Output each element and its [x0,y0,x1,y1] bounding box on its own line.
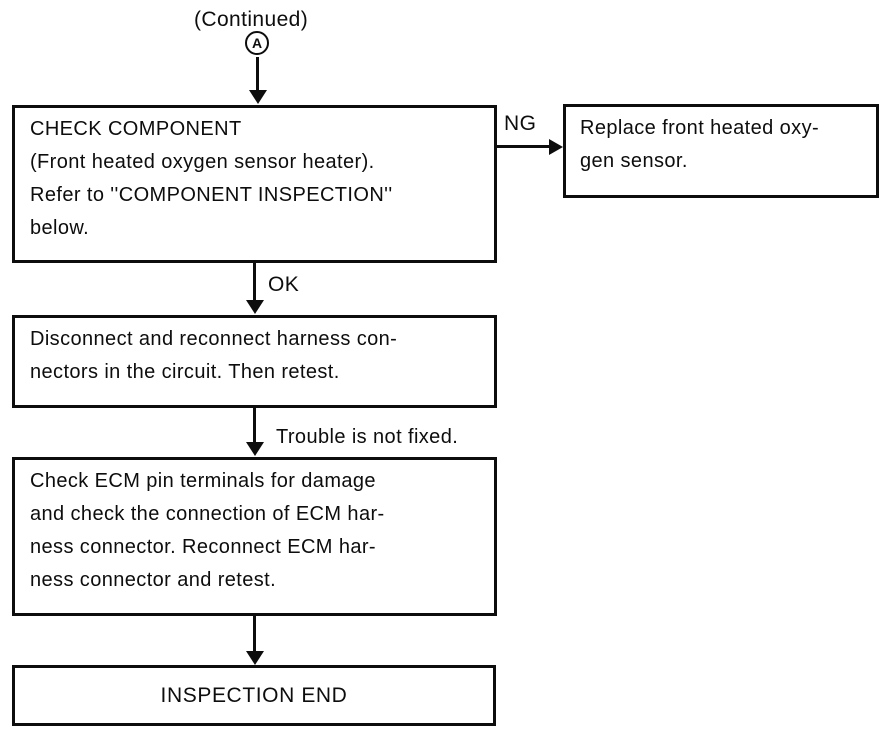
arrow-line-trouble [253,408,256,443]
arrowhead-right-icon [549,139,563,155]
arrow-line-a-to-check [256,57,259,91]
edge-label-trouble: Trouble is not fixed. [276,426,459,448]
arrowhead-down-icon [249,90,267,104]
connector-a-icon: A [245,31,269,55]
arrow-line-ng [497,145,550,148]
arrowhead-down-icon [246,442,264,456]
box-check-ecm: Check ECM pin terminals for damage and c… [12,457,497,616]
box-replace-sensor: Replace front heated oxy- gen sensor. [563,104,879,198]
edge-label-ng: NG [504,112,537,135]
arrow-line-ok [253,263,256,301]
continued-label: (Continued) [194,8,309,31]
arrowhead-down-icon [246,300,264,314]
connector-a-label: A [251,35,263,51]
box-inspection-end: INSPECTION END [12,665,496,726]
edge-label-ok: OK [268,273,300,296]
arrow-line-end [253,616,256,652]
box-check-component: CHECK COMPONENT (Front heated oxygen sen… [12,105,497,263]
box-reconnect-harness: Disconnect and reconnect harness con- ne… [12,315,497,408]
arrowhead-down-icon [246,651,264,665]
